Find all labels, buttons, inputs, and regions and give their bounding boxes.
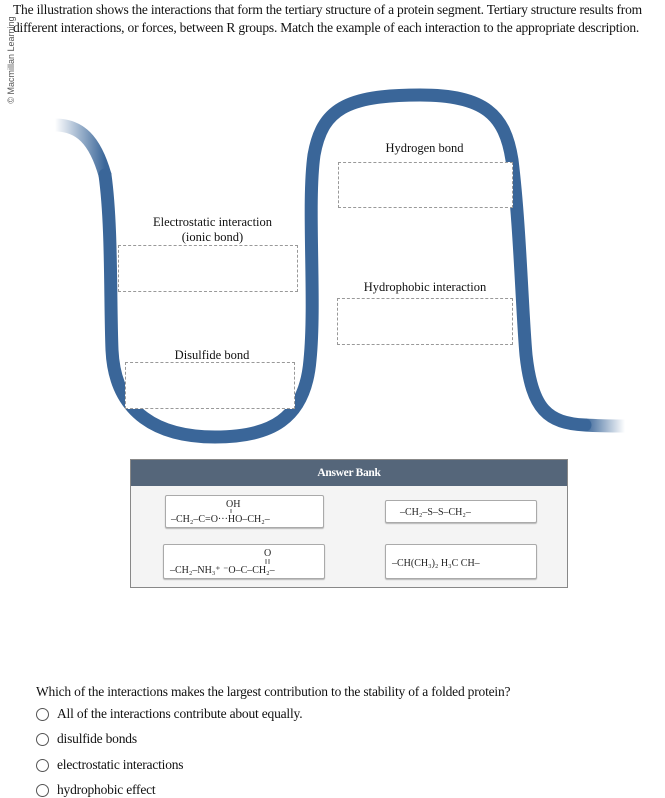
- hydrogen-bond-label: Hydrogen bond: [385, 141, 464, 155]
- electrostatic-label-line1: Electrostatic interaction: [152, 215, 273, 229]
- instructions-text: The illustration shows the interactions …: [13, 2, 642, 35]
- option-all-equal[interactable]: All of the interactions contribute about…: [36, 706, 303, 722]
- hydrophobic-label: Hydrophobic interaction: [363, 280, 487, 294]
- electrostatic-label: Electrostatic interaction (ionic bond): [135, 215, 290, 245]
- electrostatic-drop-target[interactable]: [118, 245, 298, 292]
- option-label: disulfide bonds: [57, 731, 137, 746]
- answer-bank: Answer Bank OH –CH₂–C=O···HO–CH₂– –CH₂–S…: [130, 459, 568, 588]
- option-disulfide[interactable]: disulfide bonds: [36, 731, 137, 747]
- chip-h-bond-oh: OH: [226, 499, 240, 510]
- hydrophobic-drop-target[interactable]: [337, 298, 513, 345]
- chip-electrostatic[interactable]: O –CH₂–NH₃⁺ ⁻O–C–CH₂–: [163, 544, 325, 579]
- chip-hydrogen-bond[interactable]: OH –CH₂–C=O···HO–CH₂–: [165, 495, 324, 528]
- radio-button[interactable]: [36, 707, 49, 721]
- radio-button[interactable]: [36, 783, 49, 797]
- option-label: hydrophobic effect: [57, 782, 156, 797]
- electrostatic-label-line2: (ionic bond): [181, 230, 244, 244]
- question-text: Which of the interactions makes the larg…: [36, 684, 511, 699]
- chip-hydrophobic[interactable]: –CH(CH₃)₂ H₃C CH–: [385, 544, 537, 579]
- chip-h-bond-formula: –CH₂–C=O···HO–CH₂–: [170, 514, 271, 525]
- disulfide-drop-target[interactable]: [125, 362, 295, 409]
- chip-ionic-o: O: [264, 548, 271, 559]
- chip-hydrophobic-formula: –CH(CH₃)₂ H₃C CH–: [391, 558, 481, 569]
- answer-bank-title: Answer Bank: [131, 460, 567, 486]
- chip-disulfide[interactable]: –CH₂–S–S–CH₂–: [385, 500, 537, 523]
- disulfide-label: Disulfide bond: [174, 348, 250, 362]
- option-label: All of the interactions contribute about…: [57, 706, 303, 721]
- chip-disulfide-formula: –CH₂–S–S–CH₂–: [399, 507, 472, 518]
- option-label: electrostatic interactions: [57, 757, 184, 772]
- radio-button[interactable]: [36, 732, 49, 746]
- radio-button[interactable]: [36, 758, 49, 772]
- protein-chain-illustration: [48, 88, 626, 444]
- chip-ionic-formula: –CH₂–NH₃⁺ ⁻O–C–CH₂–: [169, 565, 276, 576]
- hydrogen-bond-drop-target[interactable]: [338, 162, 513, 208]
- option-hydrophobic[interactable]: hydrophobic effect: [36, 782, 156, 798]
- option-electrostatic[interactable]: electrostatic interactions: [36, 757, 184, 773]
